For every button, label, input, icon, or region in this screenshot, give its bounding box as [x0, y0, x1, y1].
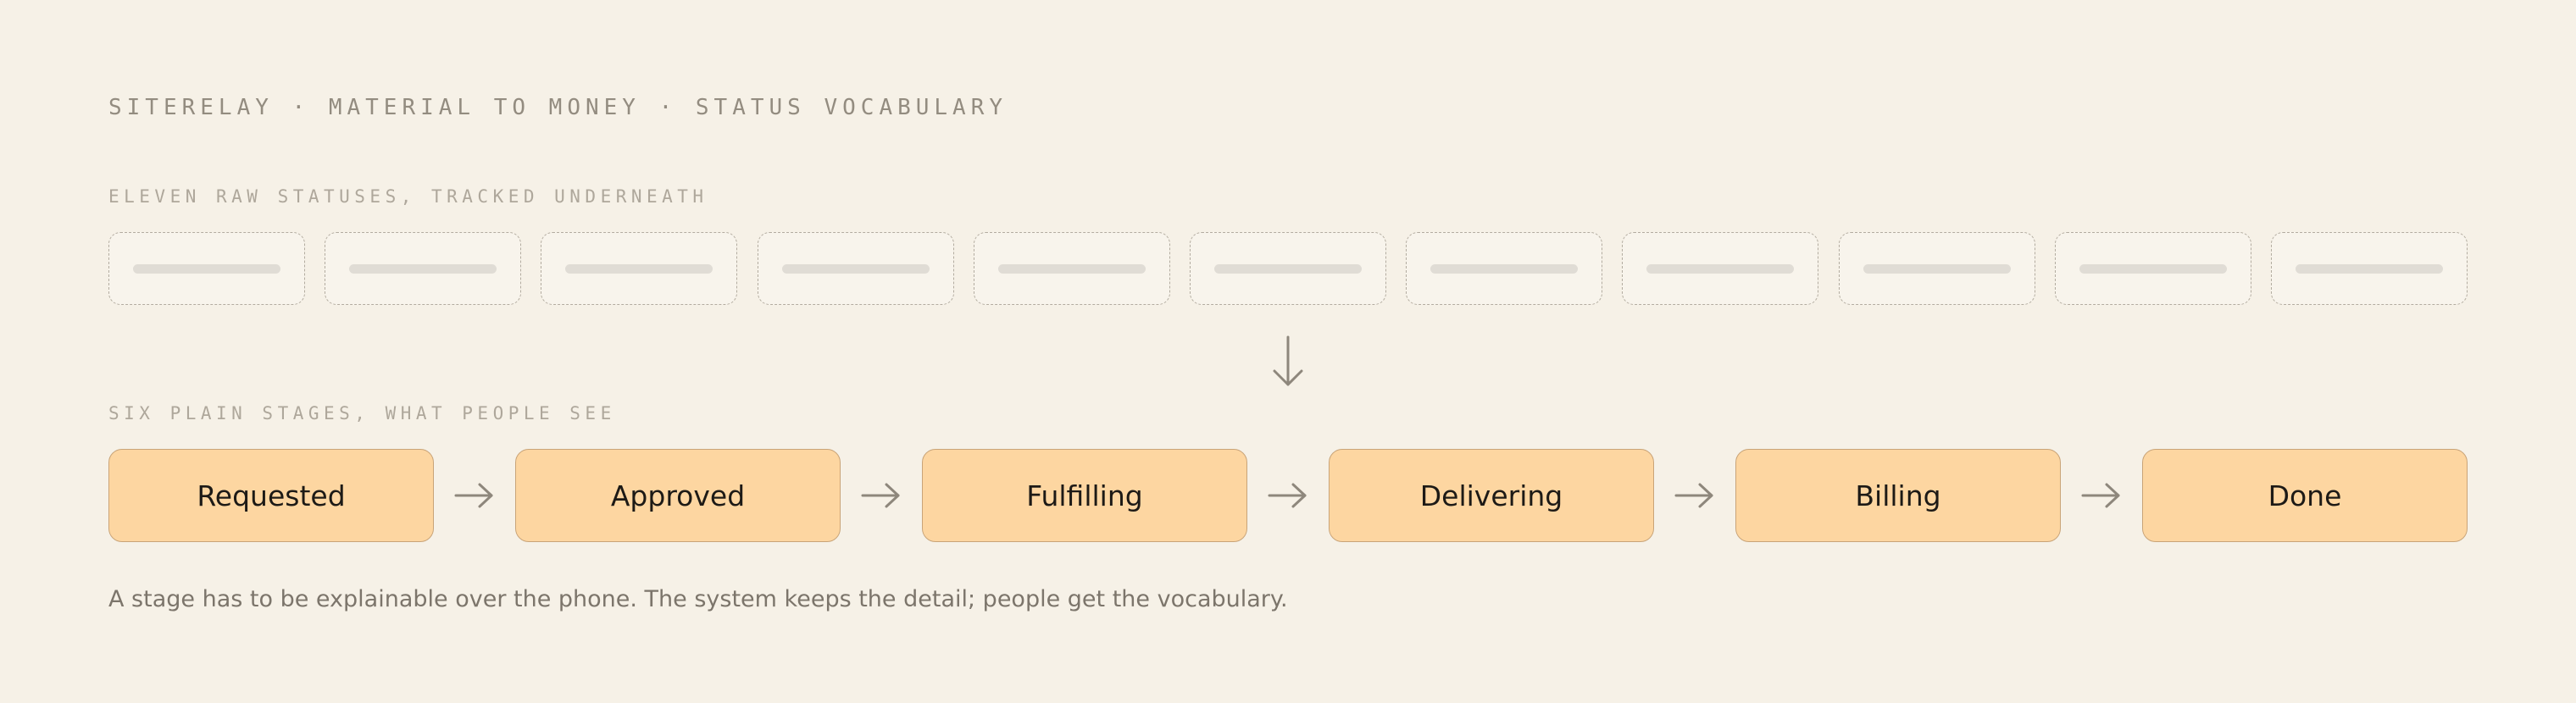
- arrow-right-icon: [2081, 483, 2120, 508]
- raw-status-placeholder: [1838, 232, 2035, 305]
- stage-flow-row: Requested Approved Fulfilling Delivering Bil…: [108, 449, 2468, 544]
- arrow-down-icon: [1273, 335, 1303, 386]
- raw-status-placeholder: [1190, 232, 1386, 305]
- placeholder-bar: [1863, 264, 2011, 274]
- raw-status-placeholder: [757, 232, 954, 305]
- placeholder-bar: [781, 264, 930, 274]
- placeholder-bar: [349, 264, 497, 274]
- stage-requested: Requested: [108, 449, 434, 542]
- raw-status-placeholder: [1406, 232, 1603, 305]
- stage-done: Done: [2142, 449, 2468, 542]
- stage-fulfilling: Fulfilling: [922, 449, 1247, 542]
- placeholder-bar: [997, 264, 1146, 274]
- footnote: A stage has to be explainable over the p…: [108, 586, 1288, 612]
- placeholder-bar: [1214, 264, 1362, 274]
- raw-status-placeholder: [1622, 232, 1819, 305]
- arrow-right-icon: [454, 483, 493, 508]
- stage-approved: Approved: [515, 449, 841, 542]
- raw-status-placeholder: [2271, 232, 2468, 305]
- placeholder-bar: [133, 264, 280, 274]
- raw-status-placeholder: [325, 232, 522, 305]
- raw-status-placeholder: [973, 232, 1170, 305]
- arrow-right-icon: [1268, 483, 1307, 508]
- placeholder-bar: [2079, 264, 2227, 274]
- raw-status-placeholder: [2054, 232, 2251, 305]
- placeholder-bar: [2296, 264, 2443, 274]
- placeholder-bar: [1430, 264, 1579, 274]
- placeholder-bar: [1646, 264, 1795, 274]
- raw-statuses-label: ELEVEN RAW STATUSES, TRACKED UNDERNEATH: [108, 186, 708, 207]
- arrow-right-icon: [1674, 483, 1713, 508]
- stage-delivering: Delivering: [1329, 449, 1654, 542]
- raw-status-placeholder: [541, 232, 738, 305]
- stage-billing: Billing: [1735, 449, 2061, 542]
- plain-stages-label: SIX PLAIN STAGES, WHAT PEOPLE SEE: [108, 403, 616, 423]
- diagram-title: SITERELAY · MATERIAL TO MONEY · STATUS V…: [108, 95, 1008, 120]
- raw-status-placeholder: [108, 232, 305, 305]
- raw-status-row: [108, 232, 2468, 307]
- arrow-right-icon: [861, 483, 900, 508]
- placeholder-bar: [565, 264, 713, 274]
